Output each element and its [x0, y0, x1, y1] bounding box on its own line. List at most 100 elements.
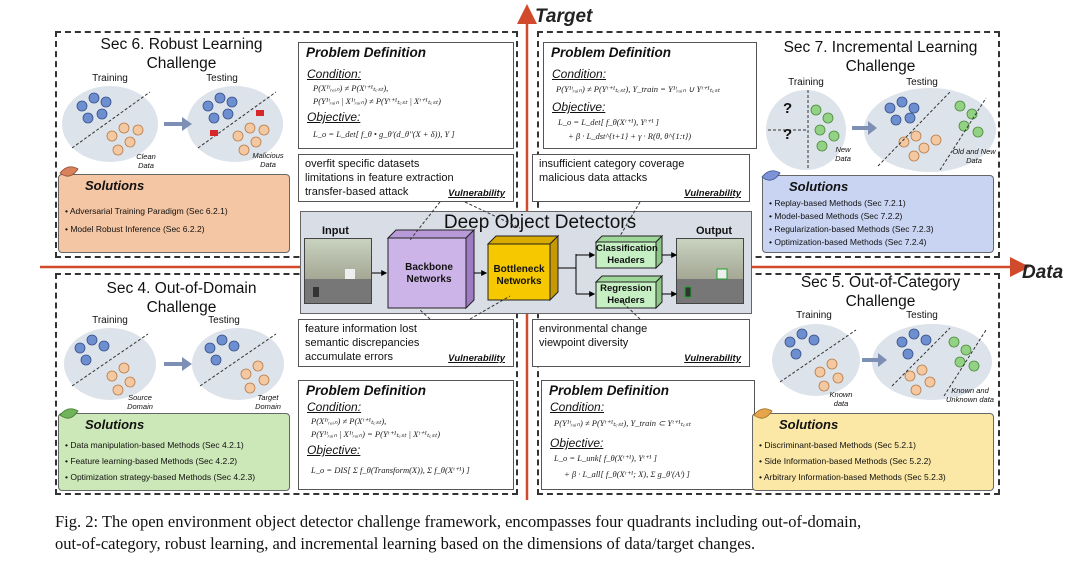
- robust-solutions-title: Solutions: [85, 178, 145, 193]
- vuln-line: transfer-based attack: [305, 186, 409, 198]
- robust-vuln-tag: Vulnerability: [448, 188, 505, 199]
- leaf-icon: [753, 408, 773, 419]
- domain-formula-1: P(X¹ᵗᵣₐᵢₙ) ≠ P(Xᵗ⁺¹ₜₑₛₜ),: [311, 416, 387, 426]
- domain-cluster-graphic: [64, 328, 284, 400]
- target-axis-label: Target: [535, 6, 593, 27]
- domain-title: Sec 4. Out-of-Domain Challenge: [106, 280, 257, 316]
- incremental-formula-1: P(Y¹ᵗᵣₐᵢₙ) ≠ P(Yᵗ⁺¹ₜₑₛₜ), Y_train = Y¹ᵗᵣ…: [556, 84, 721, 94]
- domain-solution-item: • Data manipulation-based Methods (Sec 4…: [65, 440, 244, 450]
- domain-target-label: Target Domain: [255, 393, 281, 411]
- detected-scene-icon: [677, 268, 743, 303]
- detector-title: Deep Object Detectors: [443, 212, 637, 233]
- domain-problem-box: Problem Definition Condition: P(X¹ᵗᵣₐᵢₙ)…: [298, 380, 514, 490]
- domain-solution-item: • Feature learning-based Methods (Sec 4.…: [65, 456, 238, 466]
- road-scene-icon: [305, 269, 371, 303]
- network-blocks: [372, 228, 678, 310]
- domain-solution-item: • Optimization strategy-based Methods (S…: [65, 472, 256, 482]
- vuln-line: limitations in feature extraction: [305, 172, 454, 184]
- category-known-label: Known data: [829, 390, 853, 408]
- domain-solutions-box: Solutions • Data manipulation-based Meth…: [58, 413, 290, 491]
- vuln-line: insufficient category coverage: [539, 158, 685, 170]
- category-solution-item: • Discriminant-based Methods (Sec 5.2.1): [759, 440, 916, 450]
- robust-formula-2: P(Y¹ᵗᵣₐᵢₙ | X¹ᵗᵣₐᵢₙ) ≠ P(Yᵗ⁺¹ₜₑₛₜ | Xᵗ⁺¹…: [313, 96, 441, 106]
- robust-vulnerability-box: overfit specific datasets limitations in…: [298, 154, 514, 202]
- robust-solutions-box: Solutions • Adversarial Training Paradig…: [58, 174, 290, 253]
- incremental-vuln-tag: Vulnerability: [684, 188, 741, 199]
- domain-formula-2: P(Y¹ᵗᵣₐᵢₙ | X¹ᵗᵣₐᵢₙ) = P(Yᵗ⁺¹ₜₑₛₜ | Xᵗ⁺¹…: [311, 429, 441, 439]
- output-label: Output: [696, 225, 733, 237]
- incremental-formula-2: L_o = L_det[ f_θ(Xᵗ⁺¹), Yᵗ⁺¹ ]: [558, 117, 659, 127]
- robust-problem-title: Problem Definition: [306, 45, 427, 60]
- category-condition-label: Condition:: [550, 400, 605, 414]
- robust-solution-item: • Adversarial Training Paradigm (Sec 6.2…: [65, 206, 228, 216]
- incremental-solutions-title: Solutions: [789, 179, 849, 194]
- robust-formula-1: P(X¹ᵗᵣₐᵢₙ) ≠ P(Xᵗ⁺¹ₜₑₛₜ),: [313, 83, 389, 93]
- domain-solutions-title: Solutions: [85, 417, 145, 432]
- leaf-icon: [59, 408, 79, 419]
- category-solutions-box: Solutions • Discriminant-based Methods (…: [752, 413, 994, 491]
- bottleneck-label: Bottleneck Networks: [493, 264, 545, 287]
- incremental-solution-item: • Model-based Methods (Sec 7.2.2): [769, 211, 903, 221]
- incremental-problem-title: Problem Definition: [551, 45, 672, 60]
- robust-objective-label: Objective:: [307, 110, 361, 124]
- data-axis-label: Data: [1022, 262, 1064, 283]
- robust-training-label: Training: [92, 73, 128, 84]
- robust-title: Sec 6. Robust Learning Challenge: [100, 36, 263, 72]
- incremental-new-label: New Data: [835, 145, 851, 163]
- category-cluster-graphic: [772, 324, 992, 400]
- category-problem-box: Problem Definition Condition: P(Y¹ᵗᵣₐᵢₙ)…: [541, 380, 755, 490]
- domain-formula-3: L_o = DIS[ Σ f_θ(Transform(X)), Σ f_θ(Xᵗ…: [311, 465, 470, 475]
- category-problem-title: Problem Definition: [549, 383, 670, 398]
- incremental-oldnew-label: Old and New Data: [952, 147, 996, 165]
- robust-problem-box: Problem Definition Condition: P(X¹ᵗᵣₐᵢₙ)…: [298, 42, 514, 149]
- incremental-testing-label: Testing: [906, 77, 938, 88]
- figure-caption: Fig. 2: The open environment object dete…: [55, 511, 1045, 555]
- quadrant-robust: [55, 31, 518, 258]
- domain-training-label: Training: [92, 315, 128, 326]
- robust-cluster-graphic: [62, 86, 283, 162]
- unknown-q2: ?: [783, 126, 793, 143]
- input-label: Input: [322, 225, 349, 237]
- unknown-q1: ?: [783, 100, 793, 117]
- category-title: Sec 5. Out-of-Category Challenge: [800, 274, 961, 310]
- category-solution-item: • Arbitrary Information-based Methods (S…: [759, 472, 946, 482]
- incremental-training-label: Training: [788, 77, 824, 88]
- category-solution-item: • Side Information-based Methods (Sec 5.…: [759, 456, 932, 466]
- domain-source-label: Source Domain: [127, 393, 153, 411]
- category-vuln-tag: Vulnerability: [684, 353, 741, 364]
- category-formula-3: + β · L_all[ f_θ(Xᵗ⁺¹; X), Σ g_θ'(Aⁱ) ]: [564, 469, 690, 479]
- incremental-formula-3: + β · L_dst^{t+1} + γ · R(θ, θ^{1:t}): [568, 131, 692, 141]
- vuln-line: accumulate errors: [305, 351, 394, 363]
- incremental-objective-label: Objective:: [552, 100, 606, 114]
- vuln-line: environmental change: [539, 323, 648, 335]
- input-image: [304, 238, 372, 304]
- incremental-condition-label: Condition:: [552, 67, 607, 81]
- quadrant-incremental: [537, 31, 1000, 258]
- vuln-line: viewpoint diversity: [539, 337, 629, 349]
- category-unknown-label: Known and Unknown data: [946, 386, 994, 404]
- incremental-problem-box: Problem Definition Condition: P(Y¹ᵗᵣₐᵢₙ)…: [543, 42, 757, 149]
- category-objective-label: Objective:: [550, 436, 604, 450]
- incremental-cluster-graphic: [766, 88, 996, 172]
- quadrant-category: [537, 273, 1000, 495]
- incremental-solution-item: • Replay-based Methods (Sec 7.2.1): [769, 198, 906, 208]
- vuln-line: malicious data attacks: [539, 172, 648, 184]
- category-training-label: Training: [796, 310, 832, 321]
- category-formula-2: L_o = L_unk[ f_θ(Xᵗ⁺¹), Yᵗ⁺¹ ]: [554, 453, 657, 463]
- vuln-line: overfit specific datasets: [305, 158, 420, 170]
- robust-malicious-label: Malicious Data: [252, 151, 284, 169]
- robust-condition-label: Condition:: [307, 67, 362, 81]
- category-solutions-title: Solutions: [779, 417, 839, 432]
- incremental-solutions-box: Solutions • Replay-based Methods (Sec 7.…: [762, 175, 994, 253]
- leaf-icon: [761, 170, 781, 181]
- domain-condition-label: Condition:: [307, 400, 362, 414]
- robust-solution-item: • Model Robust Inference (Sec 6.2.2): [65, 224, 205, 234]
- backbone-label: Backbone Networks: [405, 262, 453, 285]
- caption-line-2: out-of-category, robust learning, and in…: [55, 534, 756, 553]
- incremental-solution-item: • Optimization-based Methods (Sec 7.2.4): [769, 237, 927, 247]
- output-image: [676, 238, 744, 304]
- domain-vuln-tag: Vulnerability: [448, 353, 505, 364]
- domain-vulnerability-box: feature information lost semantic discre…: [298, 319, 514, 367]
- vuln-line: feature information lost: [305, 323, 417, 335]
